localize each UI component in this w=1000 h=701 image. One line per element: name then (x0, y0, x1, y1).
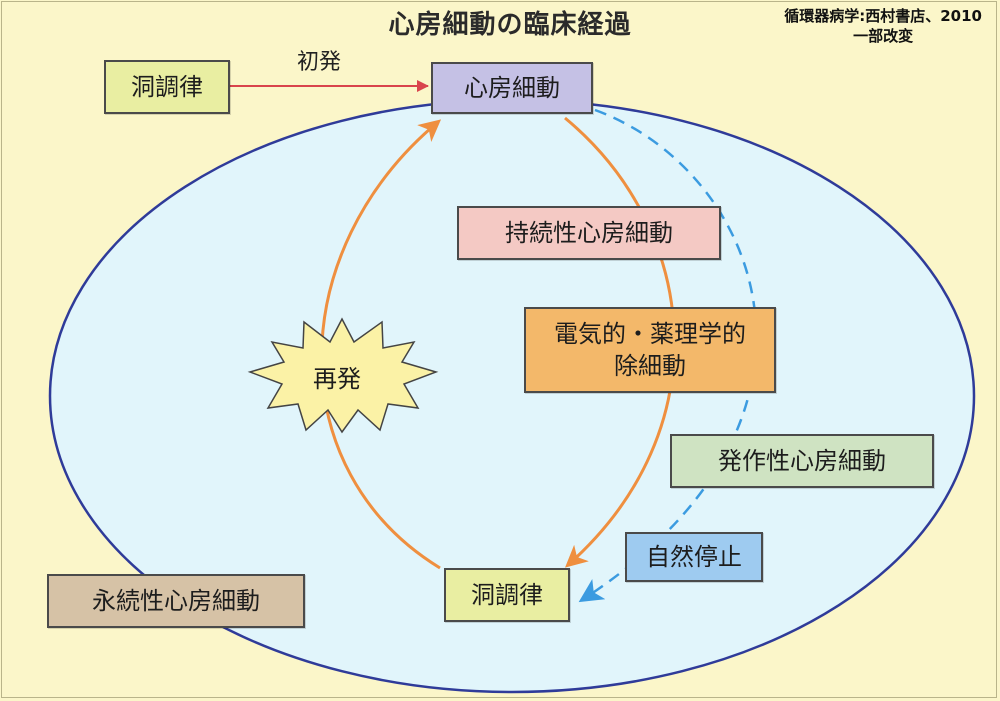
cardioversion-line-2: 除細動 (614, 352, 686, 380)
recurrence-starburst (247, 317, 439, 434)
cardioversion-line-1: 電気的・薬理学的 (554, 320, 746, 348)
cardioversion-box: 電気的・薬理学的 除細動 (524, 307, 776, 393)
sinus-rhythm-top-box: 洞調律 (104, 60, 230, 114)
sinus-rhythm-bottom-box: 洞調律 (444, 568, 570, 622)
source-line-1: 循環器病学:西村書店、2010 (784, 7, 982, 25)
source-citation: 循環器病学:西村書店、2010 一部改変 (784, 6, 982, 46)
recurrence-label: 再発 (313, 365, 361, 393)
paroxysmal-af-box: 発作性心房細動 (670, 434, 934, 488)
source-line-2: 一部改変 (853, 27, 914, 45)
diagram-title: 心房細動の臨床経過 (388, 10, 632, 40)
permanent-af-box: 永続性心房細動 (47, 574, 305, 628)
persistent-af-box: 持続性心房細動 (457, 206, 721, 260)
onset-label: 初発 (297, 50, 342, 75)
af-box: 心房細動 (431, 62, 593, 114)
spontaneous-stop-box: 自然停止 (625, 532, 763, 582)
